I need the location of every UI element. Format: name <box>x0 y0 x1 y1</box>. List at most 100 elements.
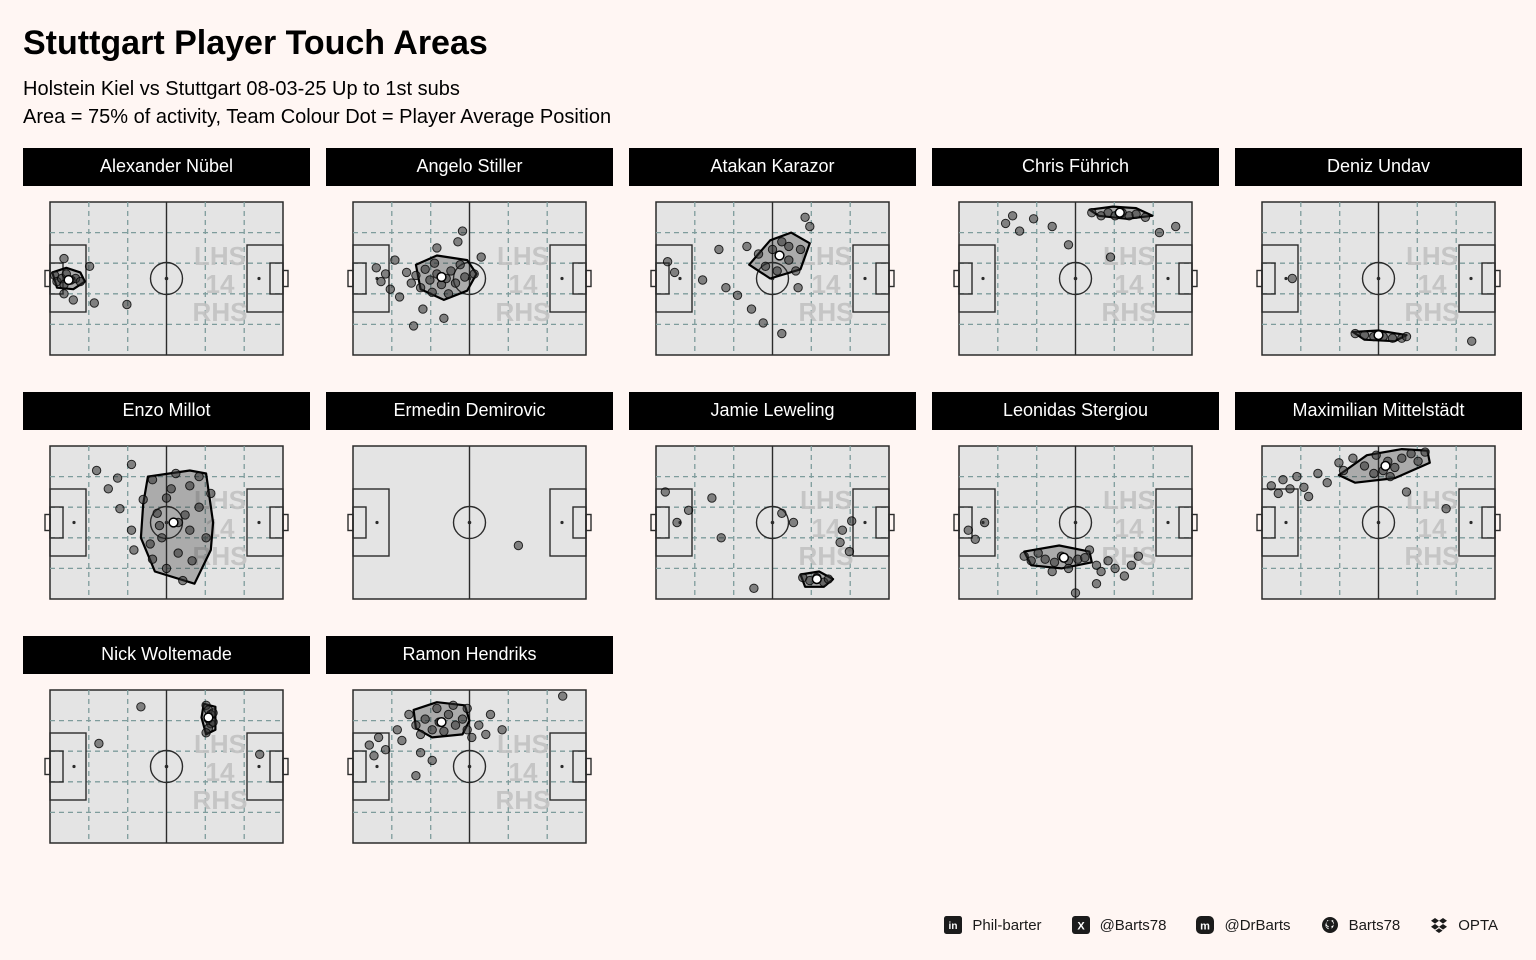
touch-dot <box>411 720 421 730</box>
subtitle-line-1: Holstein Kiel vs Stuttgart 08-03-25 Up t… <box>23 78 460 100</box>
touch-dot <box>68 294 78 305</box>
touch-dot <box>1390 462 1400 472</box>
svg-text:LHS: LHS <box>497 241 549 271</box>
player-name-header: Leonidas Stergiou <box>932 391 1219 430</box>
svg-text:LHS: LHS <box>194 241 246 271</box>
touch-dot <box>1420 447 1430 457</box>
touch-dot <box>1040 554 1050 564</box>
touch-dot <box>84 261 95 271</box>
footer-handle: Barts78 <box>1348 916 1401 934</box>
touch-dot <box>171 468 181 478</box>
player-name: Jamie Leweling <box>710 400 835 421</box>
player-name-header: Deniz Undav <box>1235 147 1522 186</box>
avg-position-dot <box>1114 207 1125 218</box>
touch-dot <box>450 720 461 730</box>
svg-text:14: 14 <box>812 269 841 299</box>
touch-dot <box>401 267 412 277</box>
touch-dot <box>1096 566 1106 576</box>
footer-handle: Phil-barter <box>972 916 1042 934</box>
touch-dot <box>178 575 188 586</box>
player-name: Alexander Nübel <box>99 156 234 177</box>
touch-dot <box>420 714 430 724</box>
touch-dot <box>112 473 123 483</box>
touch-dot <box>166 483 176 494</box>
touch-dot <box>469 268 479 279</box>
player-name-header: Alexander Nübel <box>23 147 310 186</box>
touch-dot <box>180 509 190 520</box>
touch-dot <box>760 261 771 271</box>
svg-text:RHS: RHS <box>799 541 854 571</box>
svg-text:14: 14 <box>812 513 841 543</box>
touch-dot <box>1350 328 1360 339</box>
svg-text:RHS: RHS <box>496 297 551 327</box>
touch-dot <box>89 298 99 308</box>
touch-dot <box>432 703 442 713</box>
footer-item: X@Barts78 <box>1071 916 1166 934</box>
footer-item: OPTA <box>1430 916 1498 934</box>
player-name: Nick Woltemade <box>101 644 232 665</box>
svg-text:RHS: RHS <box>496 785 551 815</box>
touch-dot <box>662 256 673 267</box>
touch-dot <box>784 255 794 265</box>
touch-dot <box>411 770 421 781</box>
touch-dot <box>380 744 391 755</box>
touch-dot <box>439 313 449 323</box>
touch-dot <box>460 272 470 282</box>
touch-dot <box>1467 336 1477 346</box>
touch-dot <box>94 738 104 748</box>
touch-dot <box>669 267 680 277</box>
touch-dot <box>453 236 463 247</box>
touch-dot <box>1334 457 1344 468</box>
touch-dot <box>1091 578 1102 589</box>
touch-dot <box>672 517 682 527</box>
touch-dot <box>683 505 694 515</box>
touch-dot <box>481 729 491 739</box>
touch-dot <box>558 691 568 701</box>
touch-dot <box>462 724 472 735</box>
x-icon: X <box>1071 916 1090 934</box>
svg-text:RHS: RHS <box>1102 297 1157 327</box>
touch-dot <box>397 735 407 745</box>
player-name-header: Nick Woltemade <box>23 635 310 674</box>
touch-dot <box>1047 221 1057 231</box>
touch-dot <box>122 299 132 309</box>
touch-dot <box>1371 450 1381 460</box>
svg-text:14: 14 <box>509 757 538 787</box>
touch-dot <box>187 555 197 566</box>
touch-dot <box>714 244 724 254</box>
svg-text:14: 14 <box>509 269 538 299</box>
touch-dot <box>791 265 801 276</box>
touch-dot <box>457 714 468 724</box>
touch-dot <box>425 275 435 285</box>
touch-dot <box>772 265 782 276</box>
player-name: Chris Führich <box>1021 156 1130 177</box>
touch-dot <box>1359 460 1370 471</box>
mastodon-icon: m <box>1196 916 1215 934</box>
footer-item: m @DrBarts <box>1196 916 1291 934</box>
avg-position-dot <box>1373 329 1384 341</box>
touch-area-75pct <box>139 469 215 585</box>
touch-dot <box>385 284 395 294</box>
touch-dot <box>1278 474 1288 485</box>
svg-text:X: X <box>1077 921 1085 933</box>
page-header: Stuttgart Player Touch Areas Holstein Ki… <box>0 0 1536 148</box>
touch-dot <box>1154 227 1165 238</box>
touch-dot <box>129 545 139 555</box>
touch-dot <box>415 282 426 293</box>
footer-handle: @DrBarts <box>1224 916 1291 934</box>
svg-text:14: 14 <box>206 269 235 299</box>
touch-dot <box>443 288 454 299</box>
touch-dot <box>777 508 787 518</box>
touch-dot <box>455 259 465 270</box>
touch-dot <box>420 264 430 274</box>
